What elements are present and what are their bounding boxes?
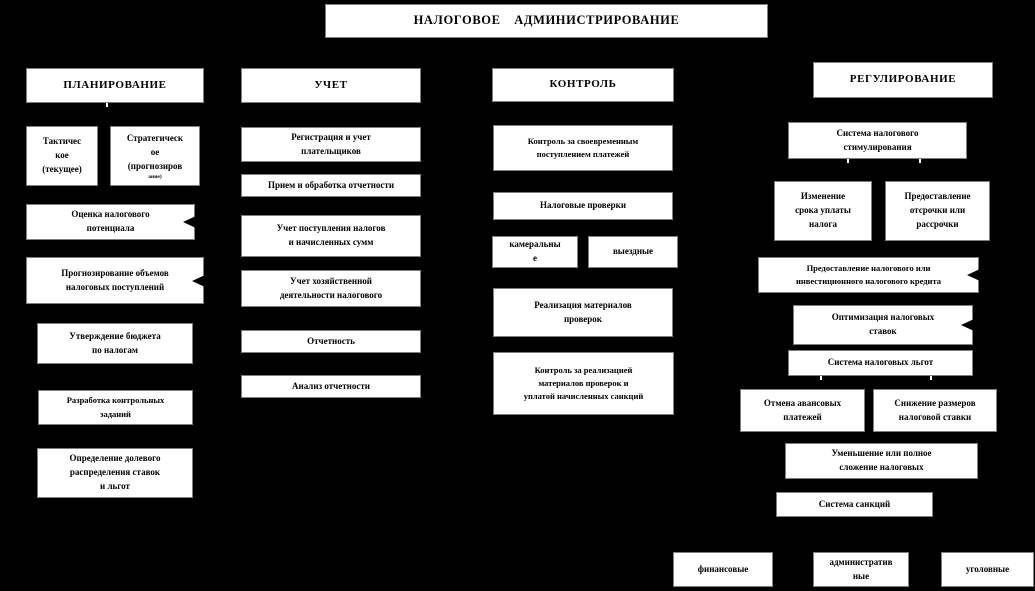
izmenenie-sroka-box: Изменение срока уплаты налога [774, 181, 872, 241]
optimizatsiya-stavok-box: Оптимизация налоговых ставок [793, 305, 974, 345]
sistema-sanktsiy-label: Система санкций [818, 498, 891, 509]
administrativnye-box: административ ные [813, 552, 909, 587]
kontrol-svoevremennym-box: Контроль за своевременным поступлением п… [493, 125, 673, 171]
left-arrowhead-icon [967, 269, 980, 281]
priem-obrabotka-box: Прием и обработка отчетности [241, 174, 421, 197]
utverzhdenie-byudzheta-label: Утверждение бюджета по налогам [69, 330, 161, 355]
header-kontrol-box: КОНТРОЛЬ [492, 68, 674, 102]
header-uchet-label: УЧЕТ [314, 78, 348, 91]
ugolovnye-box: уголовные [941, 552, 1034, 587]
utverzhdenie-byudzheta-box: Утверждение бюджета по налогам [37, 323, 193, 364]
razrabotka-zadaniy-label: Разработка контрольных заданий [66, 395, 165, 419]
realizatsiya-materialov-box: Реализация материалов проверок [493, 288, 673, 337]
header-uchet-box: УЧЕТ [241, 68, 421, 103]
stub-under-lgot-left [820, 376, 822, 380]
administrativnye-label: административ ные [829, 556, 893, 581]
nalogovye-proverki-label: Налоговые проверки [539, 200, 627, 211]
predostavlenie-kredita-label: Предоставление налогового или инвестицио… [796, 262, 941, 286]
uchet-postupleniya-box: Учет поступления налогов и начисленных с… [241, 215, 421, 257]
realizatsiya-materialov-label: Реализация материалов проверок [534, 299, 632, 324]
stub-under-stimulirovaniya-left [847, 159, 849, 163]
kameralnye-box: камеральны е [492, 236, 578, 268]
header-regulirovanie-label: РЕГУЛИРОВАНИЕ [849, 73, 957, 86]
registratsiya-uchet-label: Регистрация и учет плательщиков [291, 131, 371, 156]
prognozirovanie-obemov-label: Прогнозирование объемов налоговых поступ… [61, 267, 169, 292]
priem-obrabotka-label: Прием и обработка отчетности [267, 179, 395, 190]
prognozirovanie-obemov-box: Прогнозирование объемов налоговых поступ… [26, 257, 205, 304]
nalogovye-proverki-box: Налоговые проверки [493, 192, 673, 220]
kontrol-realizatsiey-label: Контроль за реализацией материалов прове… [523, 364, 644, 402]
header-planirovanie-label: ПЛАНИРОВАНИЕ [63, 78, 167, 91]
sistema-stimulirovaniya-box: Система налогового стимулирования [788, 122, 967, 159]
umenshenie-slozhenie-box: Уменьшение или полное сложение налоговых [785, 443, 978, 479]
title-label: НАЛОГОВОЕ АДМИНИСТРИРОВАНИЕ [413, 13, 680, 28]
header-kontrol-label: КОНТРОЛЬ [549, 78, 617, 91]
vyezdnye-label: выездные [612, 246, 654, 257]
razrabotka-zadaniy-box: Разработка контрольных заданий [38, 390, 193, 425]
uchet-khozyaystvennoy-box: Учет хозяйственной деятельности налогово… [241, 270, 421, 307]
uchet-postupleniya-label: Учет поступления налогов и начисленных с… [276, 223, 386, 247]
stub-under-lgot-right [930, 376, 932, 380]
predostavlenie-otsrochki-box: Предоставление отсрочки или рассрочки [885, 181, 990, 241]
analiz-otchetnosti-label: Анализ отчетности [292, 380, 370, 391]
left-arrowhead-icon [183, 216, 196, 228]
otmena-avansovykh-label: Отмена авансовых платежей [763, 397, 842, 422]
otsenka-potentsiala-label: Оценка налогового потенциала [71, 209, 150, 233]
title-box: НАЛОГОВОЕ АДМИНИСТРИРОВАНИЕ [325, 4, 768, 38]
sistema-stimulirovaniya-label: Система налогового стимулирования [836, 127, 919, 152]
finansovye-label: финансовые [697, 563, 749, 574]
otsenka-potentsiala-box: Оценка налогового потенциала [26, 204, 196, 240]
finansovye-box: финансовые [673, 552, 773, 587]
left-arrowhead-icon [192, 274, 205, 287]
kameralnye-label: камеральны е [509, 239, 561, 263]
otmena-avansovykh-box: Отмена авансовых платежей [740, 389, 865, 432]
snizhenie-razmerov-box: Снижение размеров налоговой ставки [873, 389, 997, 432]
uchet-khozyaystvennoy-label: Учет хозяйственной деятельности налогово… [279, 275, 383, 300]
predostavlenie-kredita-box: Предоставление налогового или инвестицио… [758, 257, 980, 293]
strategicheskoe-label: Стратегическ ое (прогнозиров [126, 133, 184, 171]
opredelenie-dolevogo-box: Определение долевого распределения ставо… [37, 448, 193, 498]
header-planirovanie-box: ПЛАНИРОВАНИЕ [26, 68, 204, 103]
takticheskoe-label: Тактичес кое (текущее) [42, 136, 82, 174]
strategicheskoe-box: Стратегическ ое (прогнозиров ание) [110, 126, 200, 186]
sistema-lgot-label: Система налоговых льгот [827, 357, 934, 368]
analiz-otchetnosti-box: Анализ отчетности [241, 375, 421, 398]
otchetnost-box: Отчетность [241, 330, 421, 353]
stub-under-stimulirovaniya-right [919, 159, 921, 163]
left-arrowhead-icon [961, 319, 974, 331]
optimizatsiya-stavok-label: Оптимизация налоговых ставок [831, 312, 935, 336]
izmenenie-sroka-label: Изменение срока уплаты налога [795, 191, 851, 229]
strategicheskoe-label-small: ание) [148, 173, 162, 180]
kontrol-realizatsiey-box: Контроль за реализацией материалов прове… [493, 352, 674, 415]
sistema-lgot-box: Система налоговых льгот [788, 350, 973, 376]
sistema-sanktsiy-box: Система санкций [776, 492, 933, 517]
ugolovnye-label: уголовные [965, 563, 1010, 574]
otchetnost-label: Отчетность [307, 335, 355, 346]
takticheskoe-box: Тактичес кое (текущее) [26, 126, 98, 186]
predostavlenie-otsrochki-label: Предоставление отсрочки или рассрочки [904, 191, 971, 229]
opredelenie-dolevogo-label: Определение долевого распределения ставо… [69, 453, 161, 491]
umenshenie-slozhenie-label: Уменьшение или полное сложение налоговых [831, 448, 932, 472]
snizhenie-razmerov-label: Снижение размеров налоговой ставки [894, 397, 976, 422]
stub-under-planirovanie [106, 103, 108, 107]
kontrol-svoevremennym-label: Контроль за своевременным поступлением п… [527, 135, 639, 159]
header-regulirovanie-box: РЕГУЛИРОВАНИЕ [813, 62, 993, 98]
vyezdnye-box: выездные [588, 236, 678, 268]
registratsiya-uchet-box: Регистрация и учет плательщиков [241, 127, 421, 162]
